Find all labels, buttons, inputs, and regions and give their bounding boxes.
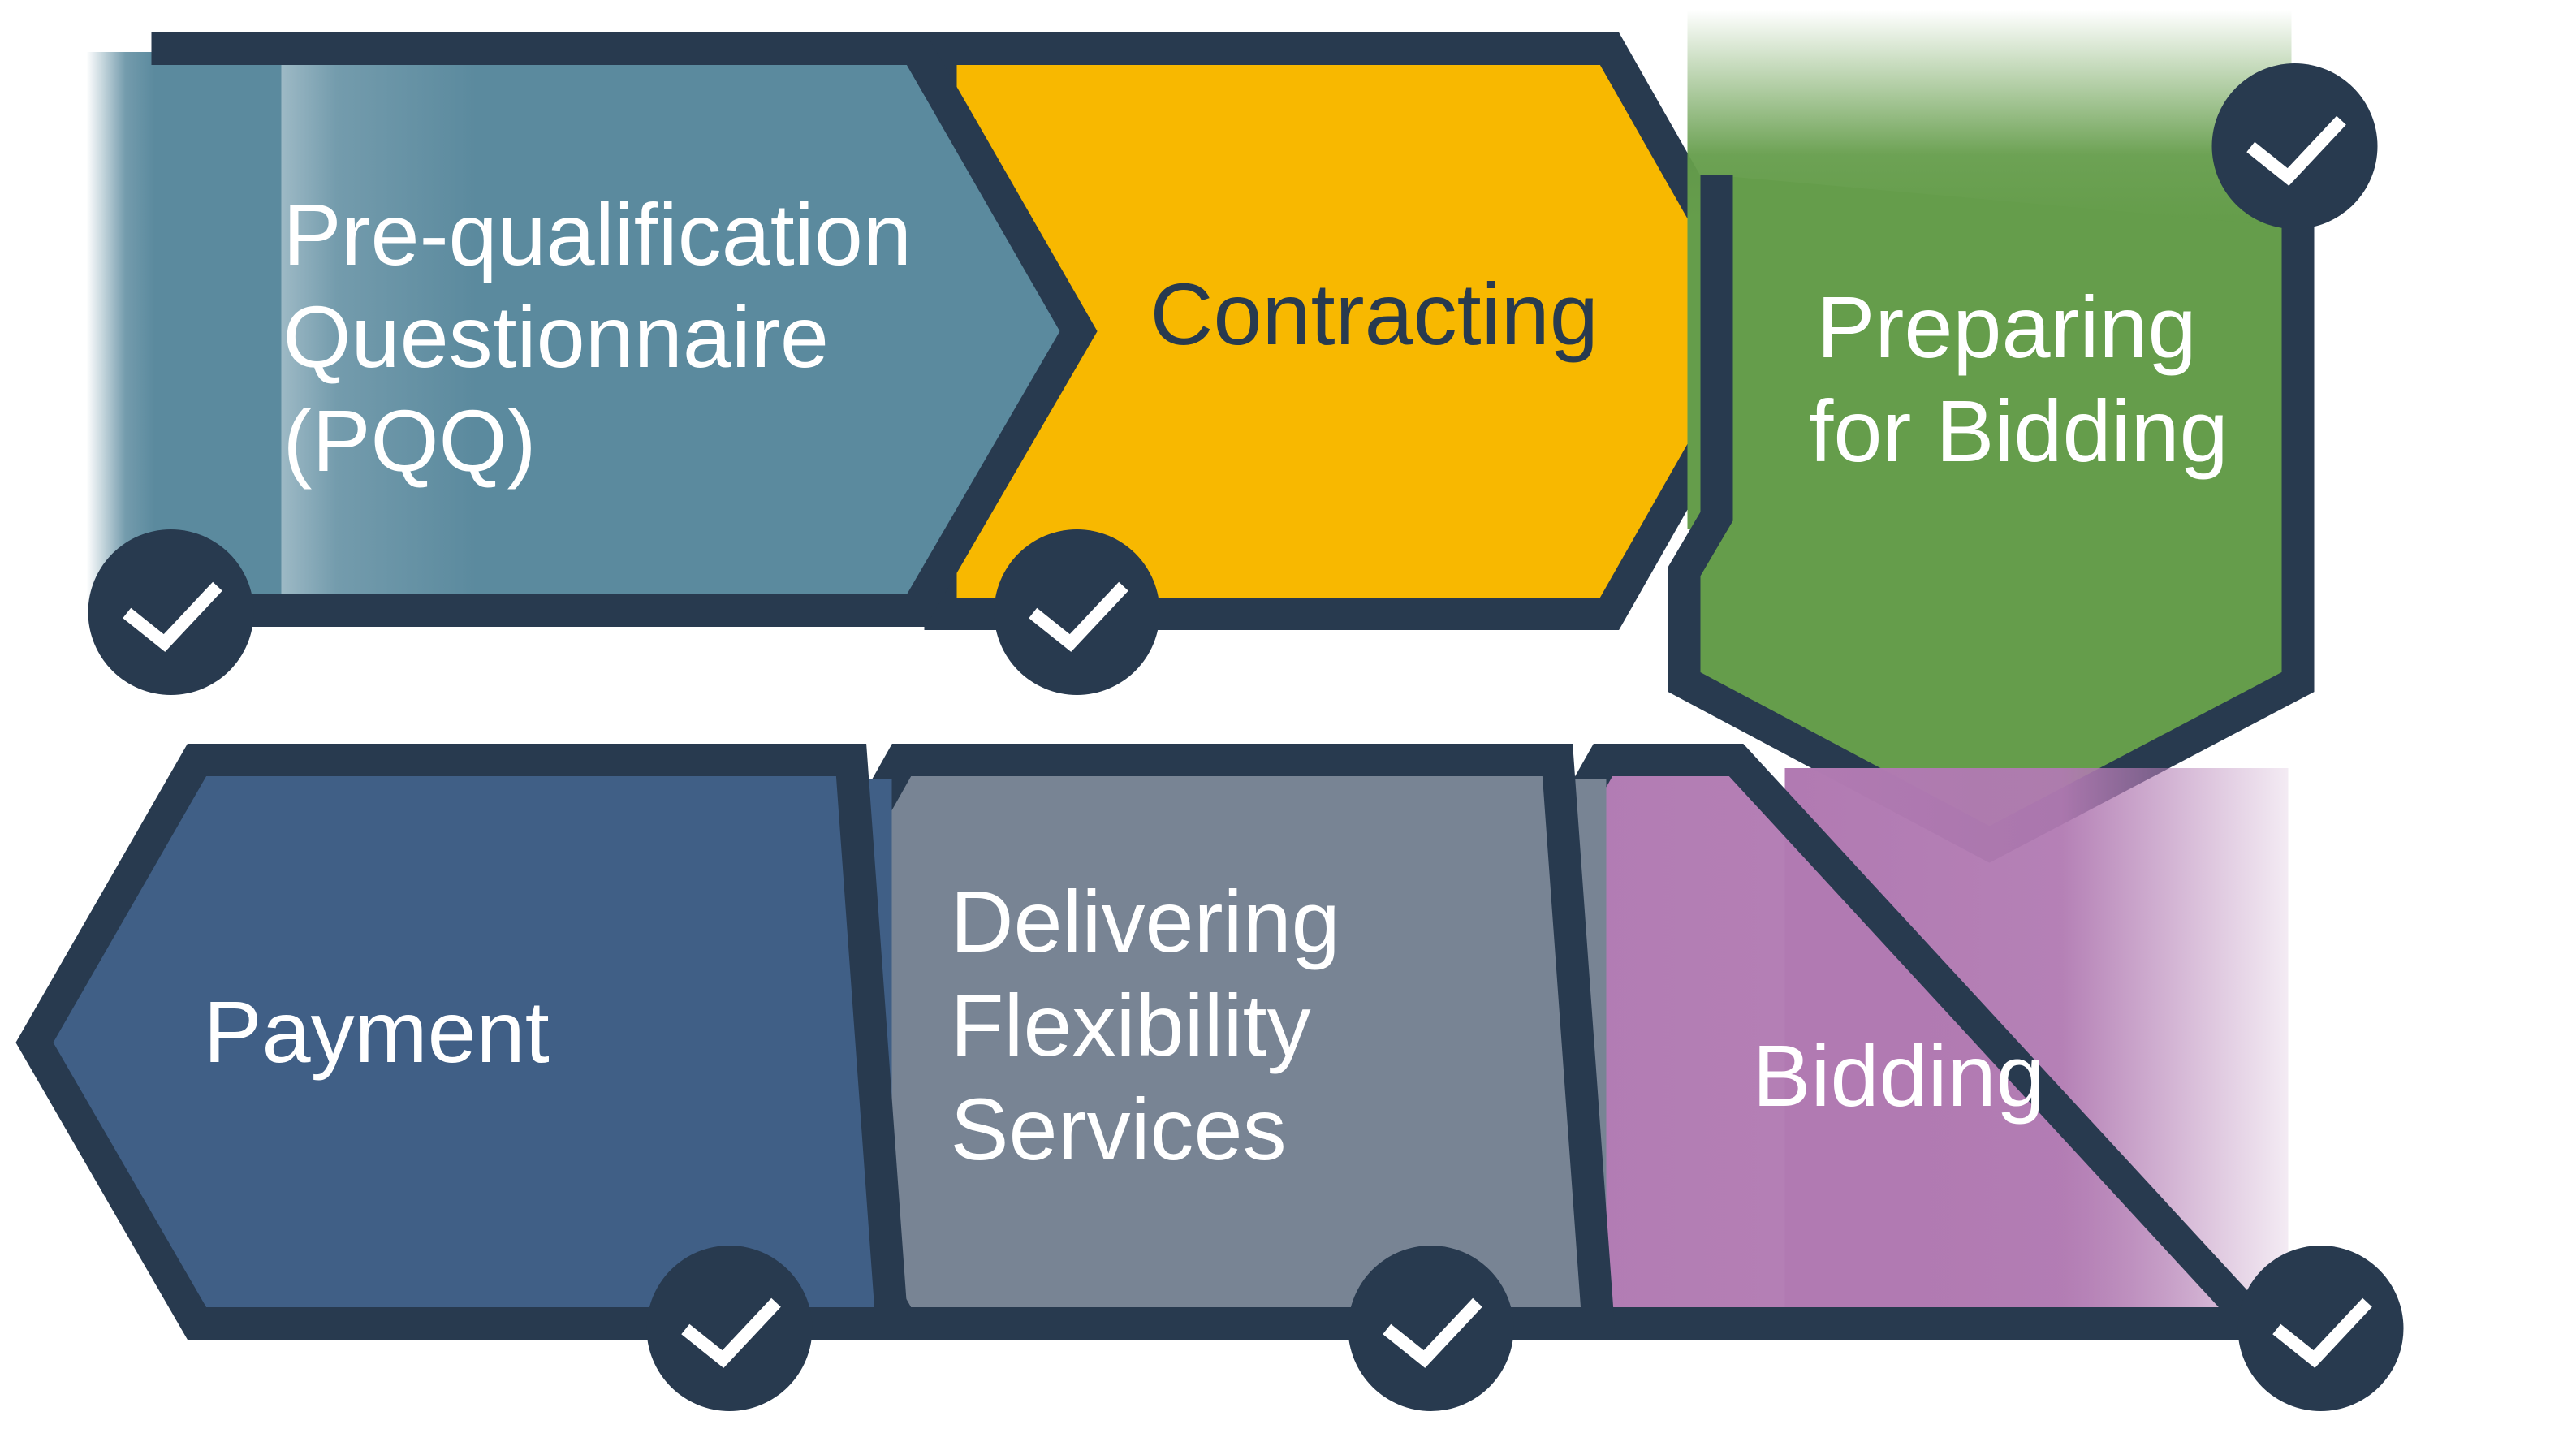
contracting-label: Contracting (1150, 265, 1599, 363)
pqq-check-circle (88, 529, 254, 695)
preparing-check-circle (2211, 63, 2378, 229)
payment-chevron (15, 744, 909, 1340)
bidding-label-line-1: Bidding (1753, 1026, 2045, 1125)
check-icon (2272, 1297, 2372, 1368)
delivering-label-line-1: Delivering (951, 872, 1340, 970)
pqq-chevron-outline (151, 32, 1098, 627)
pqq-label-line-2: Questionnaire (283, 287, 829, 386)
pqq-label-line-3: (PQQ) (283, 391, 537, 490)
check-icon (1383, 1297, 1482, 1368)
payment-label-line-1: Payment (204, 982, 550, 1081)
pqq-label-line-1: Pre-qualification (283, 185, 912, 283)
preparing-label: Preparing for Bidding (1809, 278, 2228, 480)
delivering-label: Delivering Flexibility Services (951, 872, 1365, 1178)
delivering-check-circle (1348, 1246, 1514, 1411)
check-icon (2246, 115, 2346, 186)
bidding-label: Bidding (1753, 1026, 2045, 1125)
contracting-check-badge (994, 529, 1160, 695)
bidding-check-circle (2237, 1246, 2404, 1411)
contracting-check-circle (994, 529, 1160, 695)
step-payment (15, 744, 909, 1340)
check-icon (681, 1297, 781, 1368)
pqq-check-badge (88, 529, 254, 695)
preparing-check-badge (2211, 63, 2378, 229)
step-pqq (86, 32, 1098, 627)
payment-check-circle (646, 1246, 813, 1411)
bidding-check-badge (2237, 1246, 2404, 1411)
check-icon (1029, 581, 1128, 652)
preparing-shield (1668, 175, 2315, 863)
preparing-label-line-2: for Bidding (1809, 382, 2228, 480)
contracting-label-line-1: Contracting (1150, 265, 1599, 363)
delivering-check-badge (1348, 1246, 1514, 1411)
step-delivering (723, 744, 1616, 1340)
check-icon (123, 581, 222, 652)
pqq-label: Pre-qualification Questionnaire (PQQ) (283, 185, 936, 490)
step-preparing (1668, 10, 2315, 863)
payment-label: Payment (204, 982, 550, 1081)
delivering-label-line-3: Services (951, 1080, 1287, 1178)
delivering-label-line-2: Flexibility (951, 976, 1311, 1074)
preparing-label-line-1: Preparing (1816, 278, 2196, 376)
payment-check-badge (646, 1246, 813, 1411)
